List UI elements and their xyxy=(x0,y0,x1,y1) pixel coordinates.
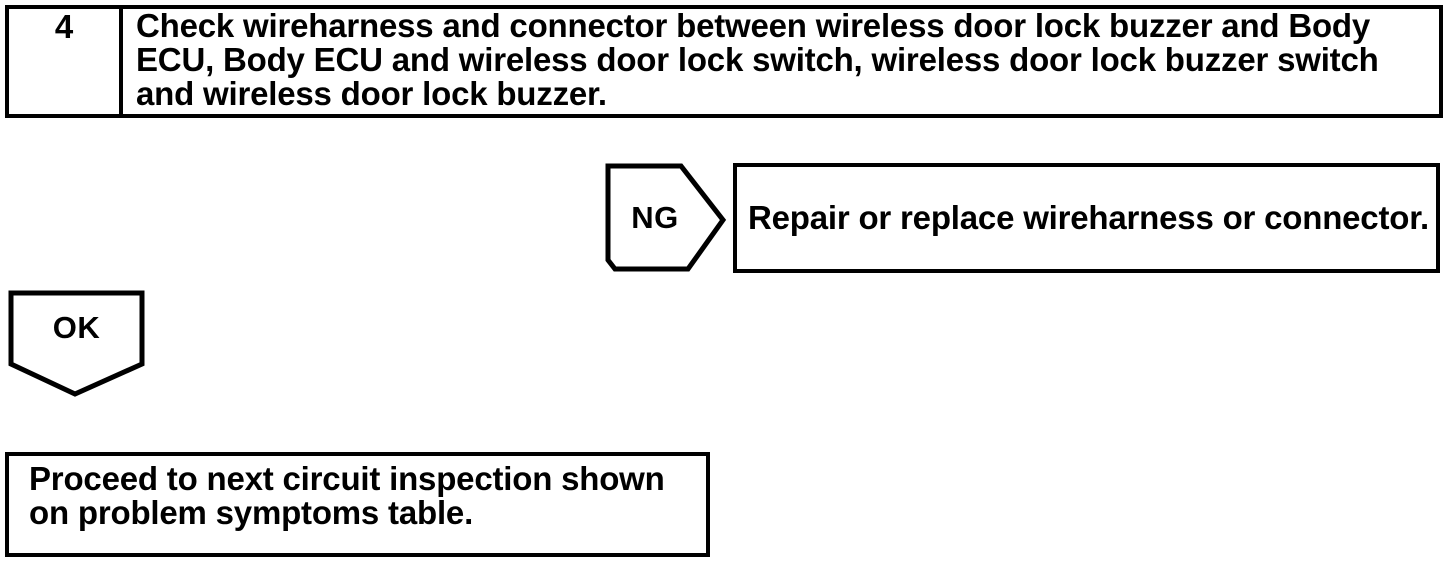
step-number: 4 xyxy=(9,9,123,114)
ok-action-box: Proceed to next circuit inspection shown… xyxy=(5,452,710,557)
ok-arrow-shape: OK xyxy=(8,290,145,397)
ok-arrow-icon xyxy=(8,290,145,397)
ok-label: OK xyxy=(52,310,101,345)
ng-label: NG xyxy=(631,199,679,235)
ng-arrow-shape: NG xyxy=(605,163,727,272)
ng-action-box: Repair or replace wireharness or connect… xyxy=(733,163,1440,273)
ng-arrow-icon xyxy=(605,163,727,272)
ng-action-text: Repair or replace wireharness or connect… xyxy=(748,199,1430,236)
step-instruction: Check wireharness and connector between … xyxy=(136,7,1379,112)
step-box: 4 Check wireharness and connector betwee… xyxy=(5,5,1443,118)
ok-action-text: Proceed to next circuit inspection shown… xyxy=(29,460,665,531)
